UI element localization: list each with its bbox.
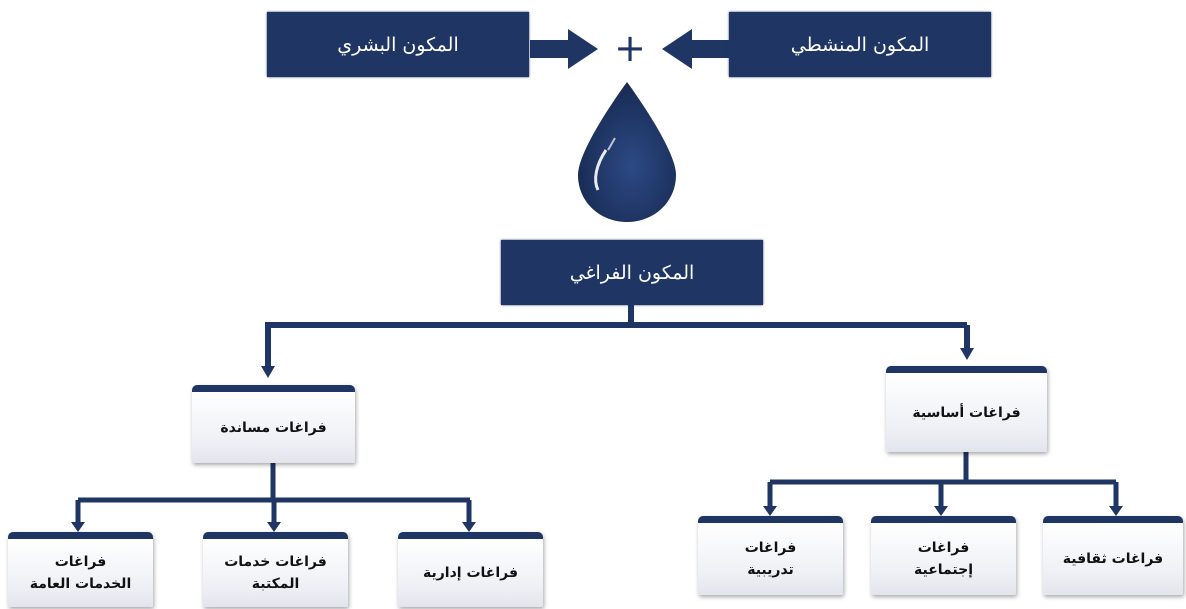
cultural-spaces-box: فراغات ثقافية — [1043, 516, 1183, 595]
basic-spaces-box: فراغات أساسية — [886, 366, 1047, 452]
water-drop-icon — [578, 82, 676, 222]
support-spaces-box: فراغات مساندة — [192, 385, 355, 463]
training-spaces-line2: تدريبية — [747, 562, 794, 578]
library-services-line1: فراغات خدمات — [224, 554, 327, 570]
right-arrow-to-plus — [530, 29, 598, 69]
human-component-label: المكون البشري — [337, 33, 459, 56]
administrative-spaces-label: فراغات إدارية — [422, 565, 519, 581]
tree-connectors — [75, 305, 1119, 526]
activity-component-box: المكون المنشطي — [729, 12, 991, 77]
activity-component-label: المكون المنشطي — [790, 33, 930, 56]
left-arrow-to-plus — [662, 29, 730, 69]
social-spaces-box: فراغات إجتماعية — [871, 516, 1016, 595]
cultural-spaces-label: فراغات ثقافية — [1062, 551, 1164, 567]
social-spaces-line2: إجتماعية — [914, 562, 974, 578]
spatial-component-label: المكون الفراغي — [569, 261, 695, 284]
human-component-box: المكون البشري — [267, 12, 529, 77]
spatial-component-box: المكون الفراغي — [501, 240, 763, 305]
training-spaces-line1: فراغات — [744, 540, 797, 556]
general-services-line2: الخدمات العامة — [29, 576, 132, 592]
connector-arrowheads — [71, 348, 1123, 532]
social-spaces-line1: فراغات — [917, 540, 970, 556]
training-spaces-box: فراغات تدريبية — [698, 516, 843, 595]
administrative-spaces-box: فراغات إدارية — [398, 532, 543, 607]
library-services-box: فراغات خدمات المكتبة — [203, 532, 348, 607]
plus-symbol: + — [614, 26, 646, 70]
library-services-line2: المكتبة — [251, 576, 300, 592]
support-spaces-label: فراغات مساندة — [220, 419, 327, 436]
general-services-line1: فراغات — [54, 554, 107, 570]
basic-spaces-label: فراغات أساسية — [912, 404, 1021, 421]
general-services-box: فراغات الخدمات العامة — [8, 532, 153, 607]
